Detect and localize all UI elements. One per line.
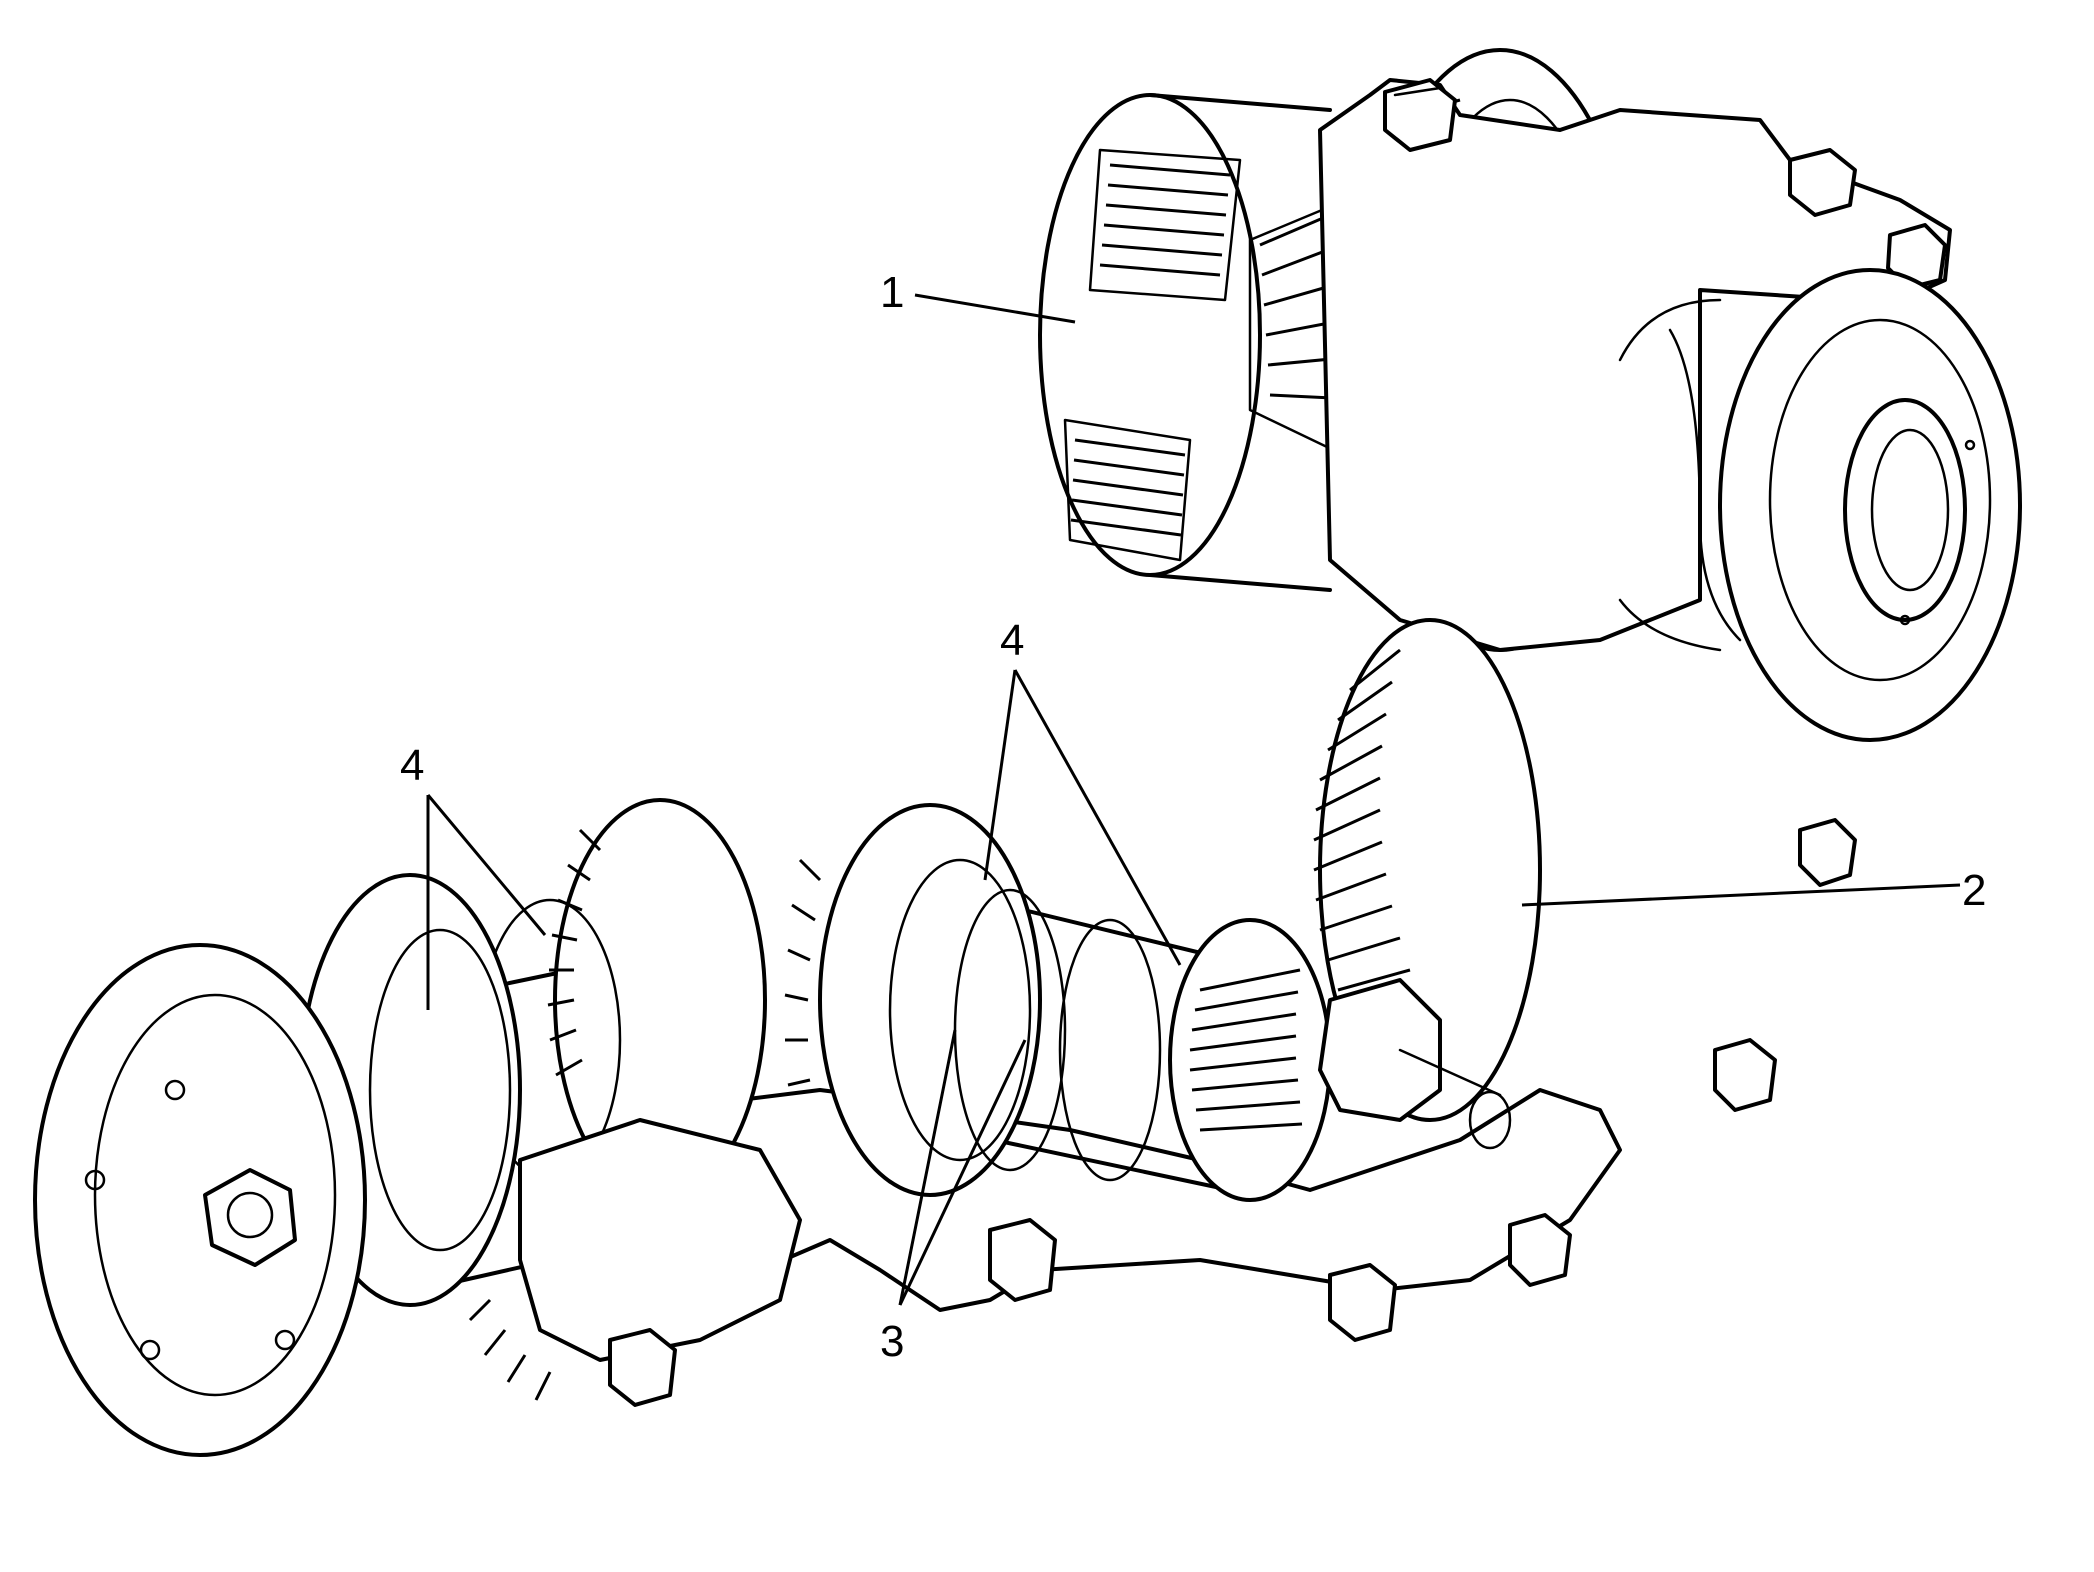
differential-case-window-upper: [1088, 148, 1242, 302]
shaft-pinion-gear: [1168, 918, 1332, 1202]
carrier-shaft-shoulders: [1618, 298, 1742, 652]
carrier-bolt-2: [1788, 148, 1857, 217]
differential-case-window-lower: [1063, 418, 1192, 562]
shaft-collar: [1058, 918, 1162, 1182]
differential-case-body: [1148, 93, 1332, 592]
input-flange-inner-ring: [93, 993, 337, 1397]
output-bearing-bore: [1870, 428, 1950, 592]
leader-3b: [898, 1039, 1027, 1306]
callout-labels: 1 2 3 4 4: [400, 268, 1986, 1366]
housing-bolt-1: [988, 1218, 1057, 1302]
callout-1: 1: [880, 268, 904, 317]
side-gear-teeth-lower: [1070, 438, 1186, 537]
flange-hole-lower: [1899, 614, 1911, 626]
differential-assembly: [1038, 48, 2022, 742]
output-bearing-flange: [1718, 268, 2022, 742]
shaft-bearing-left: [818, 803, 1042, 1197]
housing-bolt-3: [1508, 1213, 1572, 1287]
shaft-gear-teeth: [784, 858, 822, 1087]
housing-bolt-2: [1328, 1263, 1397, 1342]
drive-pinion-teeth: [1313, 648, 1423, 1022]
leader-2: [1521, 883, 1961, 907]
intermediate-shaft-assembly: [528, 618, 1857, 1342]
input-flange: [33, 943, 367, 1457]
housing-bolt-4: [1713, 1038, 1777, 1112]
input-support-bracket: [518, 1118, 802, 1362]
bracket-gear-teeth: [468, 1298, 552, 1401]
leader-3a: [898, 1029, 957, 1306]
leader-4b-right: [1013, 669, 1182, 966]
flange-bolt-hole-4: [274, 1329, 296, 1351]
carrier-bolt-1: [1383, 78, 1457, 152]
shaft-end-nut: [1318, 978, 1512, 1150]
carrier-bolt-3: [1886, 223, 1947, 290]
input-bearing-inner: [368, 928, 512, 1252]
output-bearing-race-outer: [1768, 318, 1992, 682]
input-shaft-assembly: [33, 798, 802, 1457]
flange-bolt-hole-2: [84, 1169, 106, 1191]
housing-bolt-5: [1798, 818, 1857, 887]
input-flange-hub: [203, 1168, 297, 1267]
callout-3: 3: [880, 1317, 904, 1366]
leader-1: [914, 293, 1076, 324]
bracket-bolt: [608, 1328, 677, 1407]
callout-4-left: 4: [400, 741, 424, 790]
side-gear-teeth-upper: [1099, 163, 1231, 277]
callout-leaders: [426, 293, 1961, 1306]
flange-bolt-hole-1: [164, 1079, 186, 1101]
leader-4a-right: [426, 794, 547, 936]
flange-bolt-hole-3: [139, 1339, 161, 1361]
shaft-bearing-left-inner: [888, 858, 1032, 1162]
shaft-pinion-teeth: [1189, 968, 1303, 1132]
leader-4b-left: [983, 669, 1017, 881]
flange-hole-upper: [1964, 439, 1976, 451]
callout-2: 2: [1962, 866, 1986, 915]
output-bearing-race-inner: [1843, 398, 1967, 622]
input-flange-nut: [226, 1191, 274, 1239]
pinion-cone-teeth: [1259, 198, 1375, 402]
callout-4-center: 4: [1000, 616, 1024, 665]
